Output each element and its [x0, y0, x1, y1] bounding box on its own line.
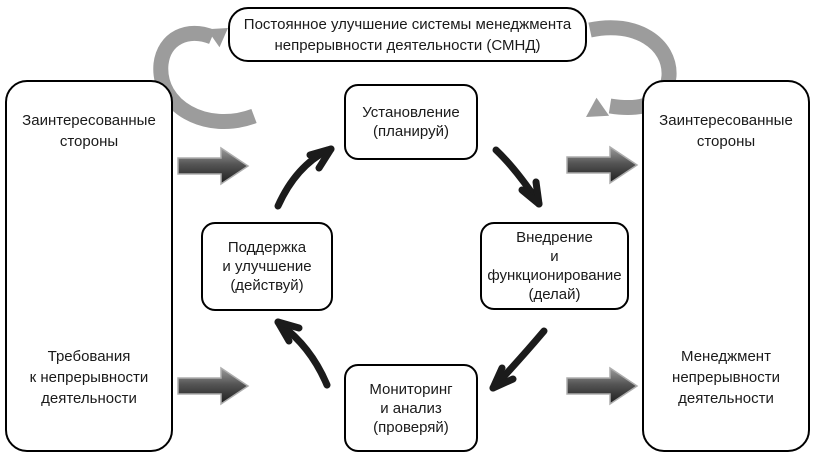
interested-parties-right-panel: Заинтересованные стороны Менеджмент непр…	[642, 80, 810, 452]
continual-improvement-banner: Постоянное улучшение системы менеджмента…	[228, 7, 587, 62]
check-box-label: Мониторинг и анализ (проверяй)	[369, 380, 453, 436]
improvement-loop-right-icon	[586, 20, 677, 117]
arrow-act-to-plan-icon	[274, 145, 335, 210]
plan-box-label: Установление (планируй)	[362, 104, 460, 140]
arrow-check-to-act-icon	[274, 318, 331, 389]
do-box-label: Внедрение и функционирование (делай)	[487, 229, 622, 303]
input-arrow-top-icon	[177, 146, 250, 186]
act-box-label: Поддержка и улучшение (действуй)	[222, 239, 312, 294]
continuity-requirements-label: Требования к непрерывности деятельности	[29, 348, 149, 407]
improvement-loop-left-icon	[153, 25, 257, 130]
arrow-plan-to-do-icon	[492, 146, 543, 208]
check-box: Мониторинг и анализ (проверяй)	[344, 364, 478, 452]
interested-parties-left-panel: Заинтересованные стороны Требования к не…	[5, 80, 173, 452]
interested-parties-label-right: Заинтересованные стороны	[659, 112, 793, 150]
interested-parties-label-left: Заинтересованные стороны	[22, 112, 156, 150]
do-box: Внедрение и функционирование (делай)	[480, 222, 629, 310]
continual-improvement-label: Постоянное улучшение системы менеджмента…	[243, 15, 572, 54]
output-arrow-top-icon	[566, 145, 639, 185]
act-box: Поддержка и улучшение (действуй)	[201, 222, 333, 311]
output-arrow-bottom-icon	[566, 366, 639, 406]
input-arrow-bottom-icon	[177, 366, 250, 406]
arrow-do-to-check-icon	[489, 327, 548, 392]
plan-box: Установление (планируй)	[344, 84, 478, 160]
managed-continuity-label: Менеджмент непрерывности деятельности	[672, 348, 780, 407]
